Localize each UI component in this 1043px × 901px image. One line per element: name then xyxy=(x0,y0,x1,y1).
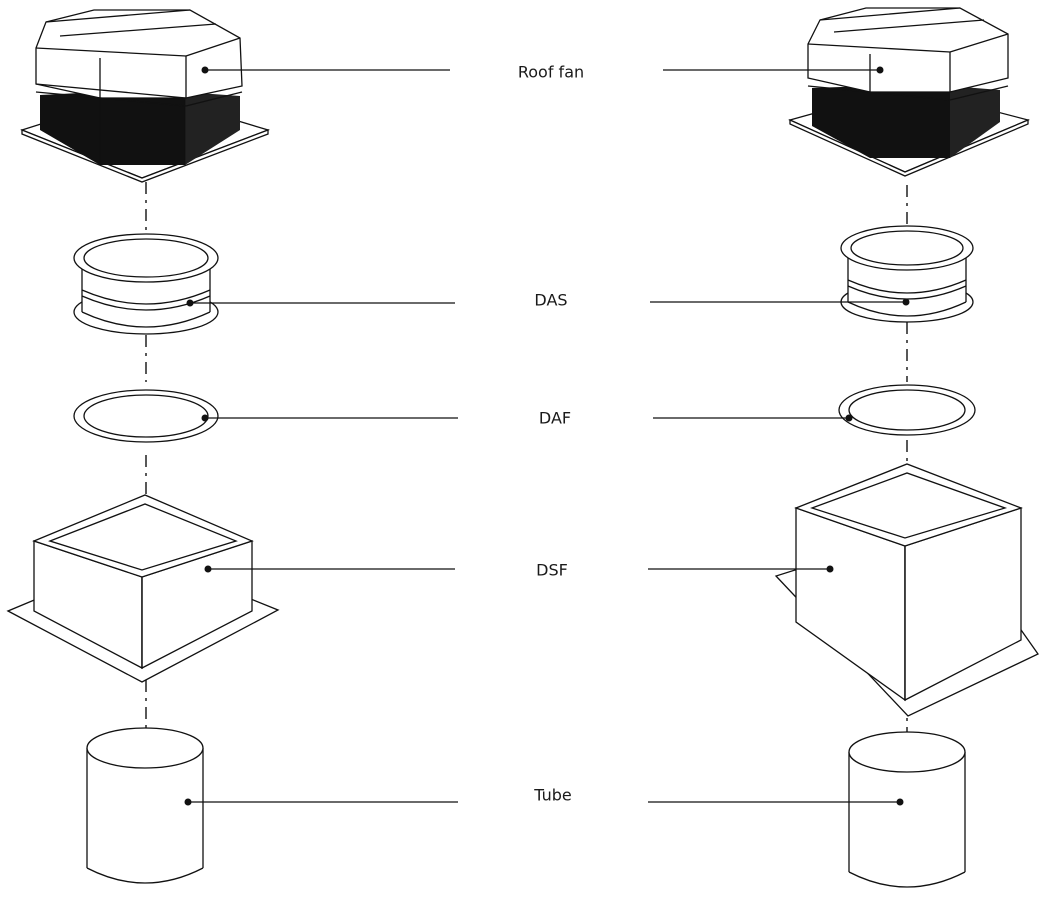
leader-dot xyxy=(201,414,209,422)
right-daf xyxy=(838,384,976,436)
right-das xyxy=(840,225,974,323)
right-tube xyxy=(848,731,966,888)
leader-dot xyxy=(876,66,884,74)
leader-dot xyxy=(204,565,212,573)
left-tube xyxy=(86,727,204,884)
left-assembly xyxy=(6,9,458,884)
leader-dot xyxy=(201,66,209,74)
label-dsf: DSF xyxy=(536,560,568,580)
right-dsf xyxy=(774,463,1039,717)
leader-dot xyxy=(845,414,853,422)
right-roof-fan xyxy=(788,7,1031,177)
leader-dot xyxy=(184,798,192,806)
leader-dot xyxy=(896,798,904,806)
label-roof-fan: Roof fan xyxy=(517,62,585,82)
leader-dot xyxy=(186,299,194,307)
left-daf xyxy=(73,389,219,443)
right-assembly xyxy=(648,7,1039,888)
left-das xyxy=(73,233,219,335)
left-roof-fan xyxy=(20,9,271,183)
label-das: DAS xyxy=(534,290,568,310)
leader-dot xyxy=(826,565,834,573)
label-tube: Tube xyxy=(534,785,572,805)
leader-dot xyxy=(902,298,910,306)
left-dsf xyxy=(6,494,280,683)
label-daf: DAF xyxy=(538,408,572,428)
